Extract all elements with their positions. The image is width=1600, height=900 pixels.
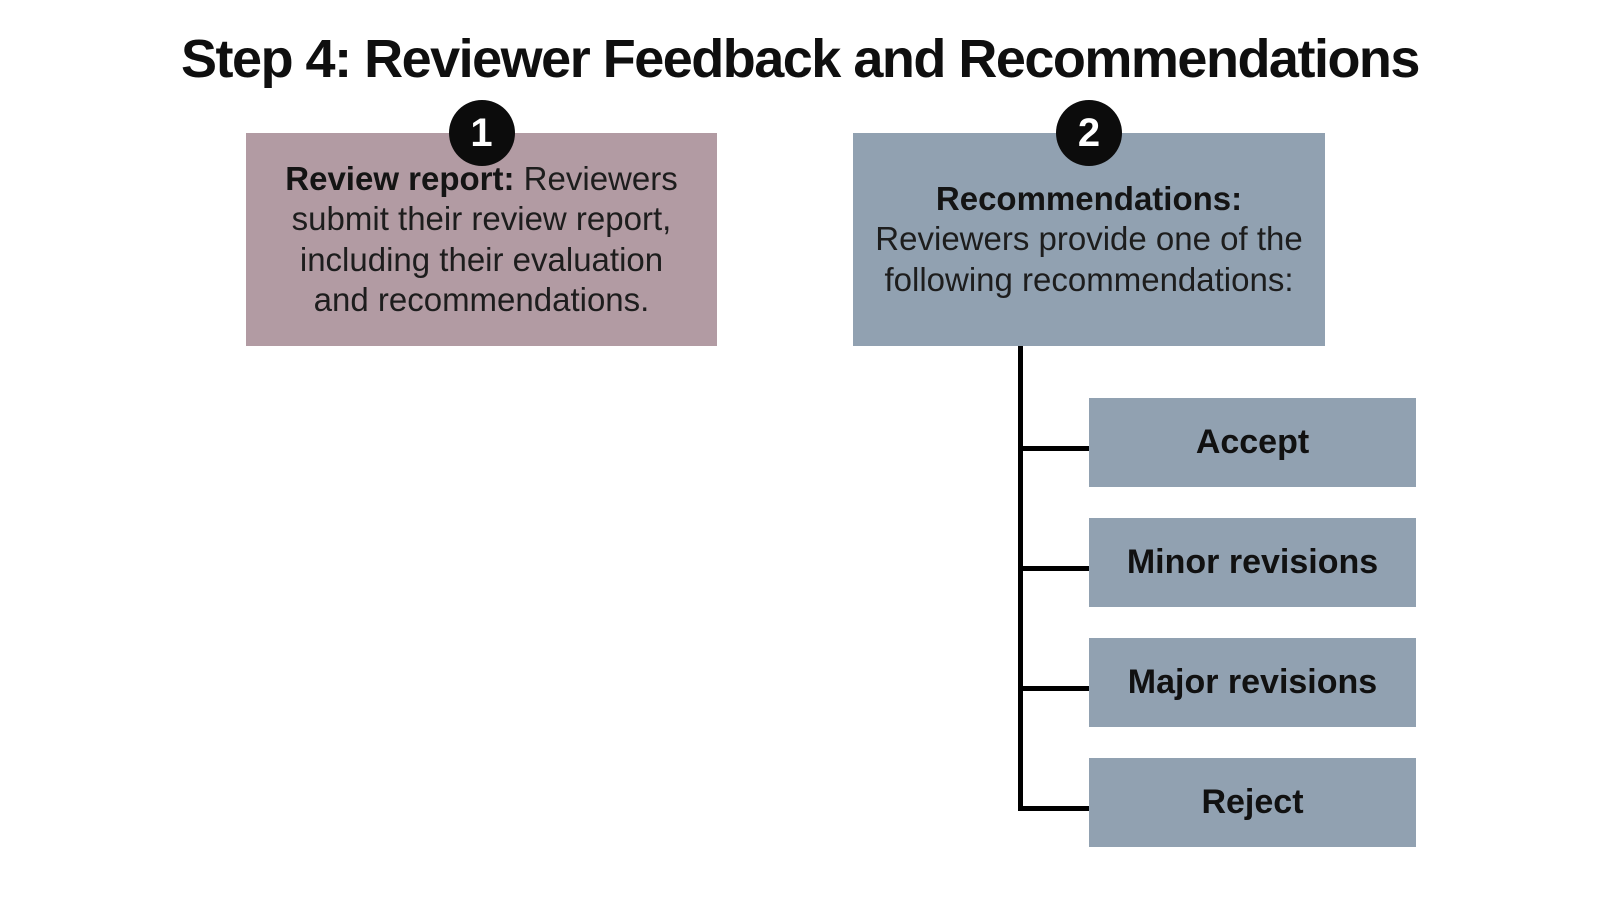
step-1-number: 1 — [470, 110, 493, 155]
option-accept: Accept — [1089, 398, 1416, 487]
option-minor-revisions: Minor revisions — [1089, 518, 1416, 607]
step-2-number-badge: 2 — [1056, 100, 1122, 166]
step-2-heading: Recommendations: — [935, 180, 1243, 218]
option-accept-label: Accept — [1195, 423, 1310, 461]
option-major-revisions-label: Major revisions — [1127, 663, 1378, 701]
option-reject: Reject — [1089, 758, 1416, 847]
step-2-body: Reviewers provide one of the following r… — [875, 220, 1303, 298]
connector-branch-major-revisions — [1018, 686, 1089, 691]
connector-branch-minor-revisions — [1018, 566, 1089, 571]
connector-branch-reject — [1018, 806, 1089, 811]
option-major-revisions: Major revisions — [1089, 638, 1416, 727]
page-title: Step 4: Reviewer Feedback and Recommenda… — [181, 29, 1420, 89]
step-2-box: 2 Recommendations: Reviewers provide one… — [853, 100, 1325, 346]
option-minor-revisions-label: Minor revisions — [1126, 543, 1379, 581]
connector-branch-accept — [1018, 446, 1089, 451]
step-1-box: 1 Review report: Reviewers submit their … — [246, 100, 717, 346]
step-1-text: Review report: Reviewers submit their re… — [246, 159, 717, 320]
connector-trunk — [1018, 346, 1023, 811]
step-1-body: Reviewers submit their review report, in… — [291, 160, 678, 318]
step-2-text: Recommendations: Reviewers provide one o… — [853, 179, 1325, 300]
step-1-number-badge: 1 — [448, 100, 515, 166]
step-1-heading: Review report: — [285, 160, 515, 197]
step-2-number: 2 — [1077, 110, 1101, 155]
option-reject-label: Reject — [1201, 783, 1304, 821]
